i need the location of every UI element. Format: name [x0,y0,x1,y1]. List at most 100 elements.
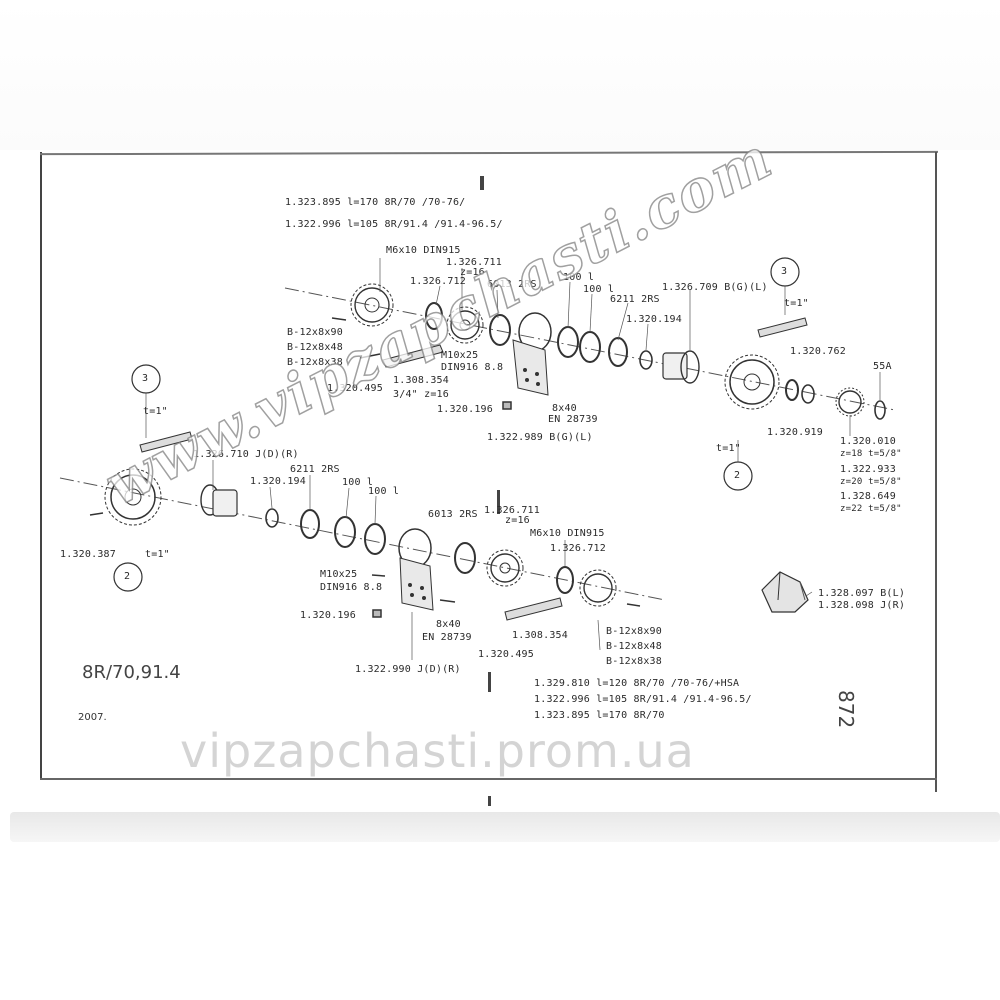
bottom-spacer-a [334,516,356,548]
bottom-key-1-label: B-12x8x90 [606,626,662,637]
top-right-big-sprocket [724,354,780,410]
bottom-bolt-label: M6x10 DIN915 [530,528,605,539]
top-end-sprocket-label: 1.320.010 [840,436,896,447]
bottom-spacer-b-label: 100 l [368,486,400,497]
callout-2-left-label: 2 [124,571,131,582]
bottom-shaft-line-1: 1.329.810 l=120 8R/70 /70-76/+HSA [534,678,740,689]
top-axis-line [284,287,896,411]
bottom-pitch-bottom-label: t=1" [145,549,170,560]
top-chain-part-label: 1.308.354 [393,375,449,386]
bottom-screw-label: M10x25 [320,569,358,580]
bottom-spacer-b [364,523,386,555]
guard-part-1-label: 1.328.097 B(L) [818,588,906,599]
bottom-hub-label: 1.326.710 J(D)(R) [193,449,299,460]
bottom-dowel-std-label: EN 28739 [422,632,472,643]
top-circlip-55a [874,400,886,420]
top-key-3-label: B-12x8x38 [287,357,343,368]
top-sprocket-right-label: 1.320.762 [790,346,846,357]
watermark-website-bottom: vipzapchasti.prom.ua [180,724,695,778]
top-spacer-a-label: 100 l [563,272,595,283]
callout-3-left-label: 3 [142,373,149,384]
scan-margin-bottom [10,812,1000,842]
year-label: 2007. [78,712,107,723]
scan-marks [480,176,500,806]
top-bolt-label: M6x10 DIN915 [386,245,461,256]
top-dowel-std-label: EN 28739 [548,414,598,425]
model-label: 8R/70,91.4 [82,662,181,683]
bottom-sprocket-teeth-label: z=16 [505,515,530,526]
top-bracket-label: 1.322.989 B(G)(L) [487,432,593,443]
drawing-frame-bottom [40,778,937,780]
callout-2-left [113,562,143,592]
top-keys [331,317,381,359]
top-hub-label: 1.326.709 B(G)(L) [662,282,768,293]
top-end-sprocket-spec: z=18 t=5/8" [840,449,902,459]
top-alt-sprocket-2-label: 1.328.649 [840,491,896,502]
top-shaft-line-2: 1.322.996 l=105 8R/91.4 /91.4-96.5/ [285,219,503,230]
bottom-bearing-6211 [300,509,320,539]
top-screw-label: M10x25 [441,350,479,361]
top-left-sprocket [350,283,394,327]
top-screw-std-label: DIN916 8.8 [441,362,504,373]
bottom-chain-part-label: 1.308.354 [512,630,568,641]
bottom-spacer-a-label: 100 l [342,477,374,488]
bottom-right-sprocket [579,569,617,607]
top-hub-1326709 [662,350,700,384]
top-sprocket-1326711 [446,306,484,344]
top-washer-label: 1.320.194 [626,314,682,325]
bottom-sprocket-part-label: 1.326.711 [484,505,540,516]
leader-lines [145,258,881,660]
top-shaft-line-1: 1.323.895 l=170 8R/70 /70-76/ [285,197,466,208]
callout-3-top-label: 3 [781,266,788,277]
scan-margin-top [0,0,1000,150]
top-nut-label: 1.320.196 [437,404,493,415]
top-ring-1320762 [801,384,815,404]
bottom-bearing-b-label: 6013 2RS [428,509,478,520]
bottom-sprocket-1326711 [486,549,524,587]
top-ring-part-label: 1.326.712 [410,276,466,287]
top-sprocket-teeth-label: z=16 [460,267,485,278]
top-sprocket-part-label: 1.326.711 [446,257,502,268]
top-spacer-b [579,331,601,363]
top-bearing-label: 6013 2RS [487,279,537,290]
top-circlip-label: 55A [873,361,892,372]
bottom-bracket-label: 1.322.990 J(D)(R) [355,664,461,675]
bottom-clip-label: 1.320.387 [60,549,116,560]
bottom-bearing-6013 [454,542,476,574]
top-alt-sprocket-1-spec: z=20 t=5/8" [840,477,902,487]
top-chain-spec-label: 3/4" z=16 [393,389,449,400]
page-number: 872 [834,690,858,729]
bottom-washer-label: 1.320.194 [250,476,306,487]
top-alt-sprocket-2-spec: z=22 t=5/8" [840,504,902,514]
top-ring-1320919 [785,379,799,401]
bottom-ring-part-label: 1.326.712 [550,543,606,554]
bottom-dowel-label: 8x40 [436,619,461,630]
bottom-screw-std-label: DIN916 8.8 [320,582,383,593]
top-chain-1308354 [382,317,808,368]
top-key-1-label: B-12x8x90 [287,327,343,338]
bottom-key-2-label: B-12x8x48 [606,641,662,652]
top-ring-right-label: 1.320.919 [767,427,823,438]
top-bracket-1322989 [512,312,552,396]
top-bearing-6013 [489,314,511,346]
top-washer-1320194 [639,350,653,370]
top-spacer-b-label: 100 l [583,284,615,295]
top-chain-pitch-label: t=1" [784,298,809,309]
top-spacer-a [557,326,579,358]
bottom-shaft-line-3: 1.323.895 l=170 8R/70 [534,710,665,721]
callout-2-right-label: 2 [734,470,741,481]
top-ring-1326712 [425,302,443,330]
top-bearing-b-label: 6211 2RS [610,294,660,305]
drawing-frame-left [40,152,42,780]
top-key-2-label: B-12x8x48 [287,342,343,353]
bottom-pin-label: 1.320.495 [478,649,534,660]
bottom-shaft-line-2: 1.322.996 l=105 8R/91.4 /91.4-96.5/ [534,694,752,705]
guard-part-2-label: 1.328.098 J(R) [818,600,906,611]
top-bearing-6211 [608,337,628,367]
bottom-small-parts [89,401,641,618]
bottom-key-3-label: B-12x8x38 [606,656,662,667]
bottom-bracket-1322990 [398,528,434,611]
bottom-washer-1320194 [265,508,279,528]
